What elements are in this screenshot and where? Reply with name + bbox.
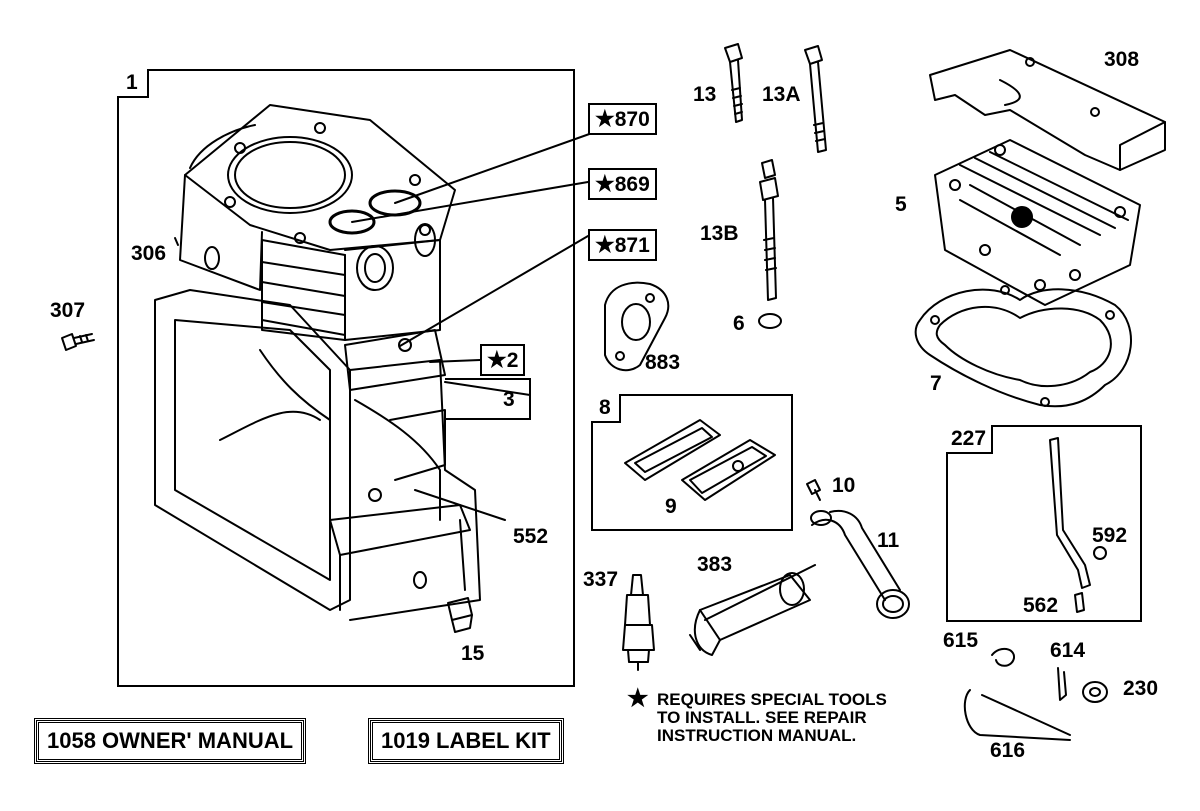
shroud-308-drawing xyxy=(929,49,1166,171)
part-592-label[interactable]: 592 xyxy=(1092,524,1128,547)
lever-frame xyxy=(946,425,1142,622)
part-number: 869 xyxy=(614,173,650,196)
owner-manual-box[interactable]: 1058 OWNER' MANUAL xyxy=(34,718,307,764)
part-562-label[interactable]: 562 xyxy=(1023,594,1059,617)
part-11-label[interactable]: 11 xyxy=(877,529,900,552)
part-3-label[interactable]: 3 xyxy=(503,388,515,411)
breather-parts-drawing xyxy=(624,419,776,501)
cylinder-assembly-frame xyxy=(117,69,575,687)
part-2-label[interactable]: ★2 xyxy=(480,344,526,376)
washer-230-drawing xyxy=(1082,681,1108,703)
breather-frame xyxy=(591,394,793,531)
part-306-label[interactable]: 306 xyxy=(131,242,167,265)
note-star-icon: ★ xyxy=(627,685,649,712)
part-552-label[interactable]: 552 xyxy=(513,525,549,548)
part-13-label[interactable]: 13 xyxy=(693,83,717,106)
part-13a-label[interactable]: 13A xyxy=(762,83,801,106)
screw-10-drawing xyxy=(806,479,821,501)
part-230-label[interactable]: 230 xyxy=(1123,677,1159,700)
note-line-1: REQUIRES SPECIAL TOOLS xyxy=(657,690,887,709)
cylinder-assembly-number[interactable]: 1 xyxy=(117,69,149,98)
hairpin-614-drawing xyxy=(1057,667,1067,701)
part-13b-label[interactable]: 13B xyxy=(700,222,739,245)
part-871-label[interactable]: ★871 xyxy=(588,229,657,261)
part-383-label[interactable]: 383 xyxy=(697,553,733,576)
spark-plug-drawing xyxy=(622,574,655,671)
star-icon: ★ xyxy=(595,171,615,196)
note-line-2: TO INSTALL. SEE REPAIR xyxy=(657,708,867,727)
choke-lever-drawing xyxy=(1049,437,1107,613)
head-gasket-drawing xyxy=(914,285,1132,408)
label-kit-box[interactable]: 1019 LABEL KIT xyxy=(368,718,564,764)
part-615-label[interactable]: 615 xyxy=(943,629,979,652)
breather-group-number[interactable]: 8 xyxy=(591,394,621,423)
part-number: 2 xyxy=(506,349,519,372)
part-number: 871 xyxy=(614,234,650,257)
part-614-label[interactable]: 614 xyxy=(1050,639,1086,662)
part-5-label[interactable]: 5 xyxy=(895,193,907,216)
part-7-label[interactable]: 7 xyxy=(930,372,942,395)
note-line-3: INSTRUCTION MANUAL. xyxy=(657,726,857,745)
bolt-307-drawing xyxy=(61,333,95,351)
star-icon: ★ xyxy=(595,232,615,257)
cylinder-block-drawing xyxy=(154,104,481,621)
lever-group-number[interactable]: 227 xyxy=(946,425,994,454)
cylinder-head-drawing xyxy=(934,139,1141,306)
part-number: 870 xyxy=(614,108,650,131)
clip-615-drawing xyxy=(991,647,1015,667)
drain-plug-drawing xyxy=(447,597,473,633)
part-10-label[interactable]: 10 xyxy=(832,474,856,497)
breather-tube-drawing xyxy=(810,509,910,619)
gasket-883-drawing xyxy=(604,281,670,372)
part-9-label[interactable]: 9 xyxy=(665,495,677,518)
part-308-label[interactable]: 308 xyxy=(1104,48,1140,71)
link-616-drawing xyxy=(963,689,1071,741)
spark-tester-drawing xyxy=(689,564,816,656)
part-616-label[interactable]: 616 xyxy=(990,739,1026,762)
star-icon: ★ xyxy=(487,347,507,372)
washer-drawing xyxy=(758,313,782,329)
head-bolts-drawing xyxy=(724,43,827,153)
star-icon: ★ xyxy=(595,106,615,131)
part-307-label[interactable]: 307 xyxy=(50,299,86,322)
part-6-label[interactable]: 6 xyxy=(733,312,745,335)
stud-13b-drawing xyxy=(759,159,779,301)
part-15-label[interactable]: 15 xyxy=(461,642,485,665)
part-869-label[interactable]: ★869 xyxy=(588,168,657,200)
part-883-label[interactable]: 883 xyxy=(645,351,681,374)
special-tools-note: REQUIRES SPECIAL TOOLS TO INSTALL. SEE R… xyxy=(657,691,887,745)
part-3-bracket xyxy=(445,378,531,420)
part-870-label[interactable]: ★870 xyxy=(588,103,657,135)
part-337-label[interactable]: 337 xyxy=(583,568,619,591)
